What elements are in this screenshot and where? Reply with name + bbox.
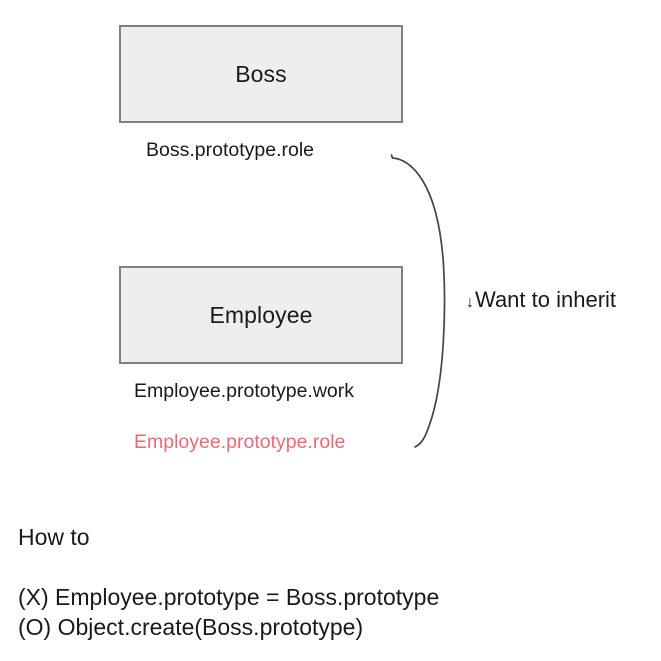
how-to-line-wrong: (X) Employee.prototype = Boss.prototype [18,584,440,610]
want-to-inherit-text: Want to inherit [475,287,617,312]
want-to-inherit-annotation: ↓ Want to inherit [466,289,616,311]
arrow-down-icon: ↓ [466,294,474,311]
employee-node-box: Employee [119,266,403,364]
how-to-heading: How to [18,524,90,550]
how-to-line-correct: (O) Object.create(Boss.prototype) [18,614,364,640]
employee-prototype-role-label: Employee.prototype.role [134,431,346,453]
employee-prototype-work-label: Employee.prototype.work [134,380,355,402]
boss-node-label: Boss [235,60,287,87]
employee-node-label: Employee [209,301,313,328]
boss-prototype-role-label: Boss.prototype.role [146,139,315,161]
boss-node-box: Boss [119,25,403,123]
